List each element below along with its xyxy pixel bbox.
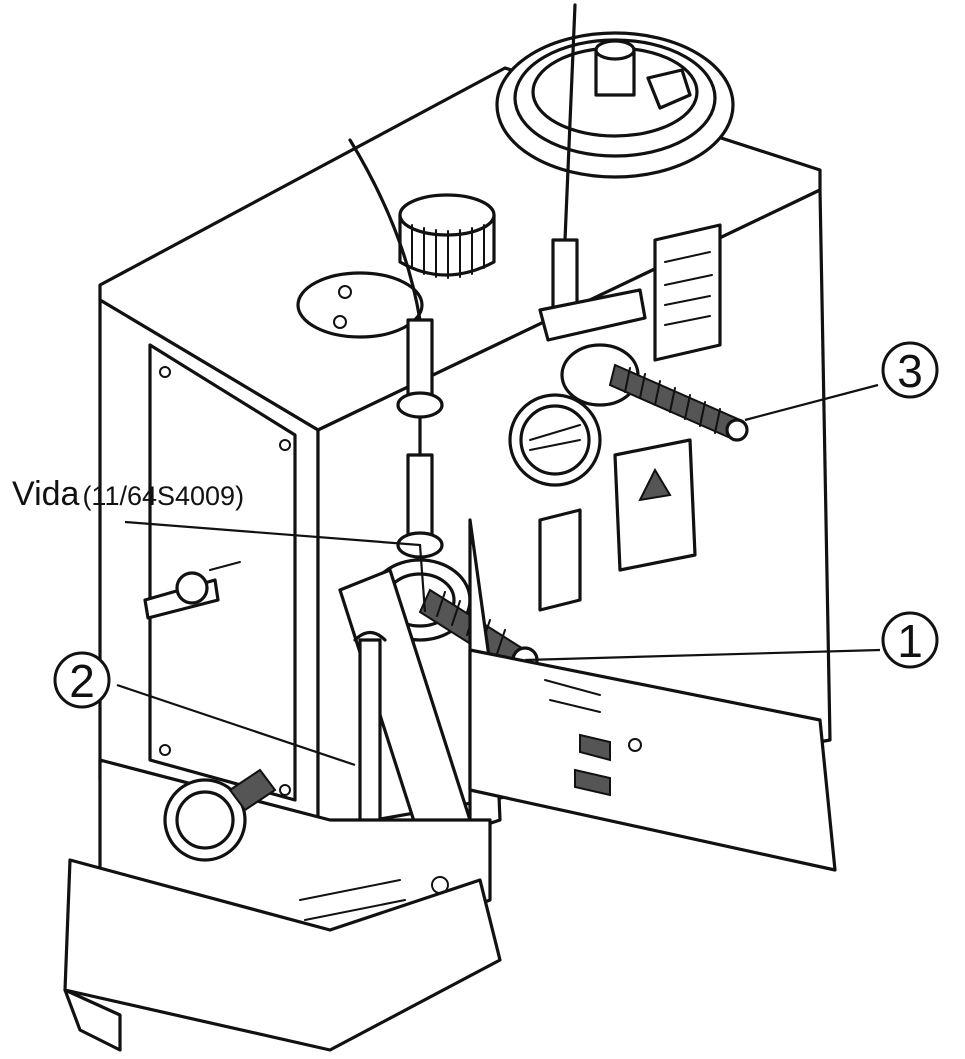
screw-label: Vida(11/64S4009)	[12, 475, 244, 513]
callout-3-leader-line	[744, 383, 879, 422]
upper-spring-assembly	[560, 343, 749, 442]
screw-label-name: Vida	[12, 475, 80, 513]
screw-leader-line	[124, 520, 427, 613]
callout-1-number: 1	[897, 615, 923, 667]
top-plate	[296, 271, 424, 339]
thread-guides	[348, 3, 647, 559]
callout-3: 3	[881, 341, 939, 399]
callout-1: 1	[881, 611, 939, 669]
tension-knob	[398, 193, 496, 279]
leader-lines	[116, 383, 881, 767]
side-plates	[508, 223, 722, 612]
callout-3-number: 3	[897, 345, 923, 397]
callout-2-leader-line	[116, 683, 356, 767]
cutter-blade	[468, 648, 837, 872]
base-assembly	[63, 758, 502, 1052]
handwheel	[495, 31, 735, 179]
callout-1-leader-line	[524, 648, 881, 662]
callout-2: 2	[53, 651, 111, 709]
side-screw	[143, 561, 241, 620]
screw-label-code: (11/64S4009)	[82, 481, 244, 511]
callout-2-number: 2	[69, 655, 95, 707]
